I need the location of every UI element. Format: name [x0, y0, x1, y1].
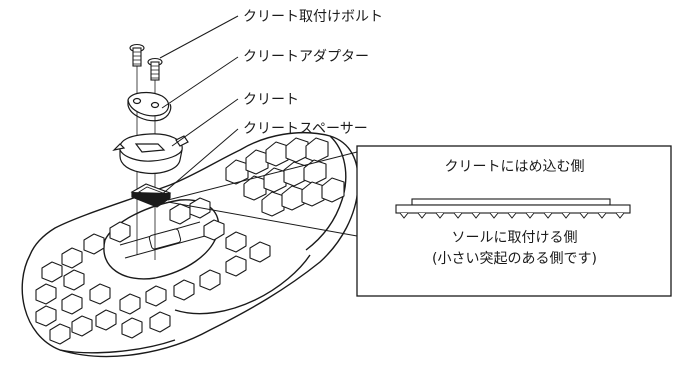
shoe-sole — [21, 131, 359, 358]
detail-box — [356, 145, 672, 297]
spacer-profile — [395, 198, 631, 219]
caption-top-side: クリートにはめ込む側 — [444, 159, 585, 175]
bolt-2 — [147, 57, 163, 81]
sole-rim — [174, 254, 311, 315]
label-cleat: クリート — [243, 92, 299, 108]
cleat-adapter — [127, 91, 172, 122]
cleat-bolts — [129, 43, 163, 81]
detail-callout — [167, 151, 358, 237]
bolt-1 — [129, 43, 145, 67]
caption-sole-side-note: (小さい突起のある側です) — [432, 251, 597, 267]
cleat — [112, 133, 189, 175]
label-cleat-spacer: クリートスペーサー — [243, 121, 368, 137]
leader-lines — [159, 15, 239, 197]
label-cleat-adapter: クリートアダプター — [243, 49, 369, 65]
label-cleat-bolt: クリート取付けボルト — [243, 9, 383, 25]
caption-sole-side: ソールに取付ける側 — [451, 230, 578, 246]
toe-rim — [59, 339, 176, 354]
heel-edge — [305, 135, 347, 251]
